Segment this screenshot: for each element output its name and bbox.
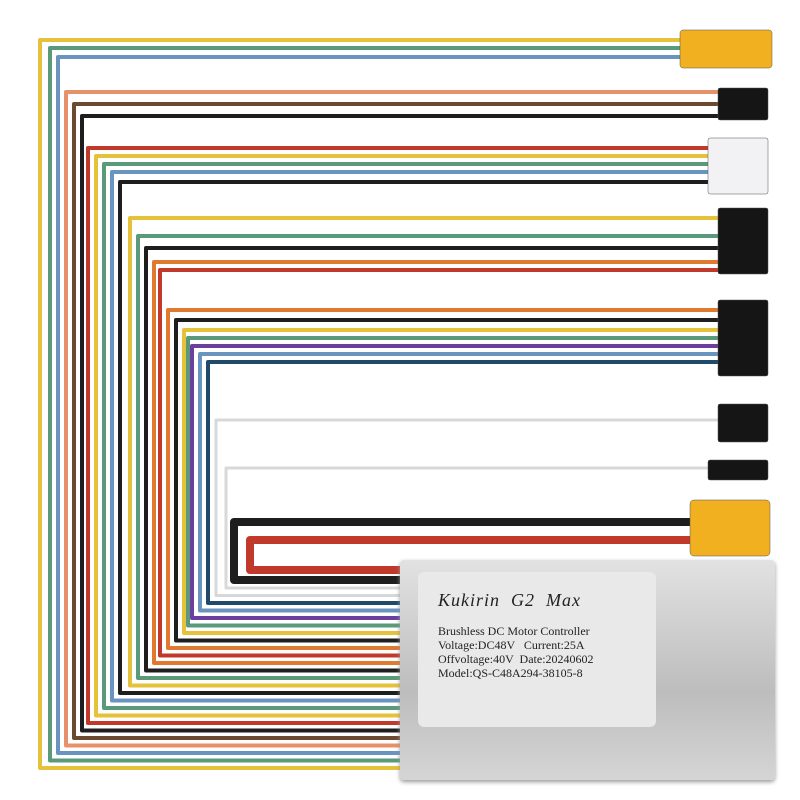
- 6-pin-connector-a: [717, 207, 769, 275]
- wire-blue: [110, 170, 720, 703]
- wire-orange: [152, 260, 720, 665]
- 2-pin-connector-b: [707, 459, 769, 481]
- xt60-connector: [689, 499, 771, 557]
- wire-green: [186, 336, 720, 628]
- wire-white: [224, 466, 720, 590]
- wire-blue: [56, 55, 720, 755]
- wire-red: [86, 146, 720, 725]
- offvoltage-text: Offvoltage:40V Date:20240602: [438, 652, 594, 666]
- wire-yellow: [128, 216, 720, 688]
- description-text: Brushless DC Motor Controller: [438, 624, 590, 638]
- wire-black: [80, 114, 720, 733]
- wire-black: [174, 318, 720, 643]
- controller-label: Kukirin G2 Max Brushless DC Motor Contro…: [418, 572, 656, 727]
- wire-yellow: [94, 154, 720, 718]
- voltage-text: Voltage:DC48V Current:25A: [438, 638, 585, 652]
- brand-model-text: Kukirin G2 Max: [438, 590, 581, 610]
- xt30-connector: [679, 29, 773, 69]
- wire-white: [214, 418, 720, 597]
- wire-navy: [206, 360, 720, 605]
- wire-orange: [166, 308, 720, 650]
- wire-yellow: [38, 38, 720, 770]
- wire-yellow: [182, 328, 720, 635]
- wire-green: [102, 162, 720, 710]
- wire-green: [48, 46, 720, 763]
- wire-brown: [72, 102, 720, 740]
- wire-green: [136, 234, 720, 680]
- model-text: Model:QS-C48A294-38105-8: [438, 666, 583, 680]
- wire-red: [158, 268, 720, 658]
- wire-power-black: [230, 518, 700, 584]
- wire-power-red: [246, 536, 700, 574]
- wire-salmon: [64, 90, 720, 748]
- wire-blue: [198, 352, 720, 613]
- wire-black: [144, 246, 720, 673]
- wire-black: [118, 180, 720, 695]
- 2-pin-connector-a: [717, 403, 769, 443]
- wire-purple: [190, 344, 720, 620]
- 6-pin-connector-b: [717, 299, 769, 377]
- 3-pin-connector: [717, 87, 769, 121]
- white-5-pin-connector: [707, 137, 769, 195]
